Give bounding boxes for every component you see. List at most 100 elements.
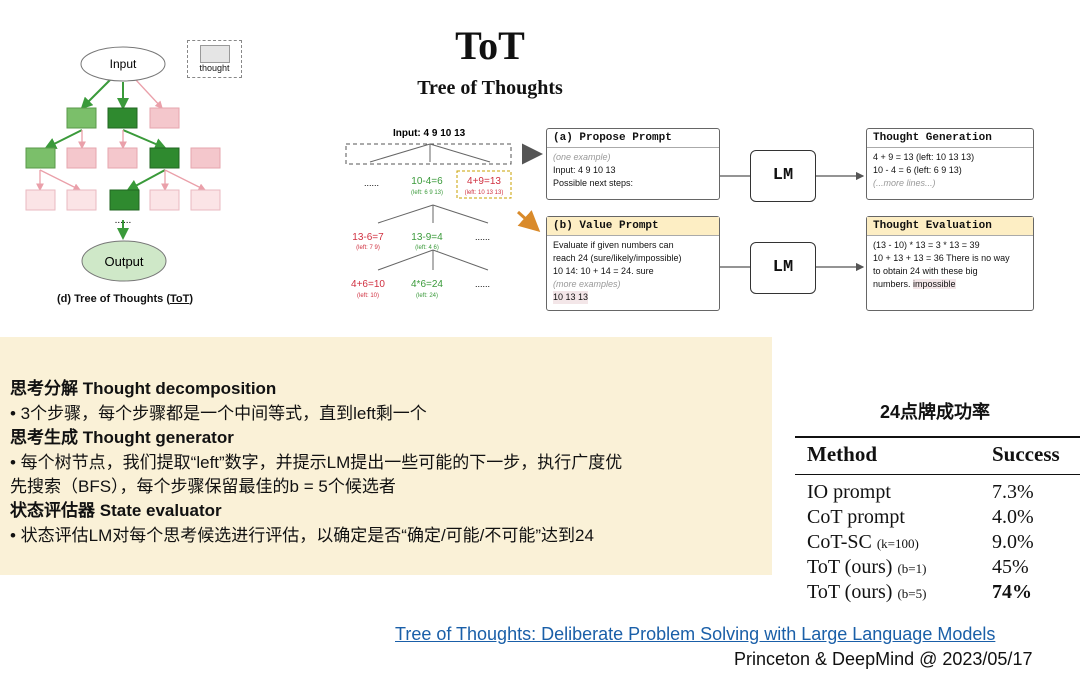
tree-ellipsis: ...... bbox=[115, 215, 132, 226]
lm-box-propose: LM bbox=[750, 150, 816, 202]
method-name: IO prompt bbox=[807, 481, 891, 503]
caption-suffix: ) bbox=[189, 293, 194, 305]
note-heading-zh: 思考生成 bbox=[10, 428, 83, 447]
thought-evaluation-title: Thought Evaluation bbox=[867, 217, 1033, 236]
thought-node bbox=[66, 189, 97, 211]
example-node: 4*6=24 bbox=[411, 279, 443, 290]
note-heading-en: Thought generator bbox=[82, 428, 234, 447]
example-node-left: (left: 7 9) bbox=[356, 245, 380, 251]
gen-l3: (...more lines...) bbox=[873, 178, 936, 188]
thought-node bbox=[109, 189, 140, 211]
page-title: ToT bbox=[455, 23, 525, 68]
propose-l1: (one example) bbox=[553, 152, 611, 162]
input-node bbox=[80, 46, 166, 82]
thought-node bbox=[149, 107, 180, 129]
thought-node bbox=[107, 147, 138, 169]
eval-l3: to obtain 24 with these big bbox=[873, 266, 978, 276]
value-l2: reach 24 (sure/likely/impossible) bbox=[553, 253, 682, 263]
flow-arrows bbox=[516, 143, 865, 272]
col-success: Success bbox=[992, 442, 1060, 466]
output-node-label: Output bbox=[104, 254, 143, 269]
note-heading-zh: 状态评估器 bbox=[10, 501, 100, 520]
method-name: ToT (ours) bbox=[807, 581, 898, 603]
table-title: 24点牌成功率 bbox=[879, 402, 991, 422]
thought-generation-title: Thought Generation bbox=[867, 129, 1033, 148]
page-subtitle: Tree of Thoughts bbox=[417, 77, 563, 99]
eval-l4b: impossible bbox=[913, 279, 956, 289]
thought-evaluation-box: Thought Evaluation (13 - 10) * 13 = 3 * … bbox=[866, 216, 1034, 311]
tot-tree-diagram: Input ...... Output bbox=[25, 46, 221, 282]
value-l5: 10 13 13 bbox=[553, 291, 589, 304]
value-l4: (more examples) bbox=[553, 279, 621, 289]
example-input: Input: 4 9 10 13 bbox=[393, 128, 466, 139]
propose-l2: Input: 4 9 10 13 bbox=[553, 165, 616, 175]
example-node: 13-9=4 bbox=[411, 232, 443, 243]
eval-l1: (13 - 10) * 13 = 3 * 13 = 39 bbox=[873, 240, 980, 250]
note-heading: 思考分解 Thought decomposition bbox=[10, 374, 276, 399]
notes-panel: 思考分解 Thought decomposition • 3个步骤，每个步骤都是… bbox=[0, 337, 772, 575]
table-cell-success: 7.3% bbox=[992, 481, 1034, 503]
eval-l2: 10 + 13 + 13 = 36 There is no way bbox=[873, 253, 1010, 263]
example-node-left: (left: 10 13 13) bbox=[465, 190, 504, 196]
thought-node bbox=[66, 107, 97, 129]
note-heading-en: Thought decomposition bbox=[82, 379, 277, 398]
thought-node bbox=[149, 189, 180, 211]
propose-l3: Possible next steps: bbox=[553, 178, 634, 188]
note-bullet-cont: 先搜索（BFS），每个步骤保留最佳的b = 5个候选者 bbox=[10, 477, 396, 496]
caption-prefix: (d) Tree of Thoughts ( bbox=[56, 293, 171, 305]
table-cell-success: 9.0% bbox=[992, 531, 1034, 553]
output-node bbox=[81, 240, 167, 282]
thought-node bbox=[66, 147, 97, 169]
value-l1: Evaluate if given numbers can bbox=[553, 240, 674, 250]
method-name: CoT-SC bbox=[807, 531, 877, 553]
table-cell-success: 4.0% bbox=[992, 506, 1034, 528]
eval-l4: numbers. impossible bbox=[873, 278, 1027, 291]
table-rule bbox=[795, 436, 1080, 438]
note-heading: 思考生成 Thought generator bbox=[10, 423, 234, 448]
value-prompt-box: (b) Value Prompt Evaluate if given numbe… bbox=[546, 216, 720, 311]
thought-swatch bbox=[200, 45, 230, 63]
credit-text: Princeton & DeepMind @ 2023/05/17 bbox=[734, 649, 1033, 669]
note-bullet: • 每个树节点，我们提取“left”数字，并提示LM提出一些可能的下一步，执行广… bbox=[10, 453, 623, 472]
propose-prompt-box: (a) Propose Prompt (one example) Input: … bbox=[546, 128, 720, 200]
note-heading-zh: 思考分解 bbox=[10, 379, 83, 398]
method-param: (k=100) bbox=[876, 536, 919, 551]
table-rule bbox=[795, 474, 1080, 475]
note-heading-en: State evaluator bbox=[99, 501, 222, 520]
example-node: 4+6=10 bbox=[351, 279, 385, 290]
example-node-left: (left: 4 6) bbox=[415, 245, 439, 251]
legend-label: thought bbox=[199, 63, 230, 73]
example-node: 13-6=7 bbox=[352, 232, 384, 243]
method-name: ToT (ours) bbox=[807, 556, 898, 578]
value-prompt-title: (b) Value Prompt bbox=[547, 217, 719, 236]
input-node-label: Input bbox=[110, 57, 137, 71]
table-cell-method: CoT prompt bbox=[807, 506, 905, 529]
caption-abbr: ToT bbox=[170, 293, 190, 305]
thought-node bbox=[190, 189, 221, 211]
note-bullet: • 状态评估LM对每个思考候选进行评估，以确定是否“确定/可能/不可能”达到24 bbox=[10, 526, 594, 545]
gen-l2: 10 - 4 = 6 (left: 6 9 13) bbox=[873, 165, 962, 175]
lm-box-value: LM bbox=[750, 242, 816, 294]
thought-node bbox=[190, 147, 221, 169]
table-cell-method: ToT (ours) (b=5) bbox=[807, 581, 926, 604]
example-node-left: (left: 24) bbox=[416, 293, 438, 299]
example-dots: ...... bbox=[475, 232, 490, 242]
thought-node bbox=[149, 147, 180, 169]
example-tree: Input: 4 9 10 13 ...... 10-4=6 (left: 6 … bbox=[345, 128, 512, 299]
legend: thought bbox=[187, 40, 242, 78]
example-node: 4+9=13 bbox=[467, 176, 501, 187]
example-node-left: (left: 6 9 13) bbox=[411, 190, 443, 196]
example-node: 10-4=6 bbox=[411, 176, 443, 187]
results-table: Method Success IO prompt 7.3% CoT prompt… bbox=[795, 436, 1080, 606]
gen-l1: 4 + 9 = 13 (left: 10 13 13) bbox=[873, 152, 975, 162]
note-bullet: • 3个步骤，每个步骤都是一个中间等式，直到left剩一个 bbox=[10, 404, 427, 423]
method-param: (b=5) bbox=[897, 586, 927, 601]
thought-node bbox=[25, 189, 56, 211]
thought-node bbox=[107, 107, 138, 129]
example-node-left: (left: 10) bbox=[357, 293, 379, 299]
table-cell-method: CoT-SC (k=100) bbox=[807, 531, 919, 554]
table-cell-success: 45% bbox=[992, 556, 1029, 578]
method-param: (b=1) bbox=[897, 561, 927, 576]
eval-l4a: numbers. bbox=[873, 279, 914, 289]
paper-link[interactable]: Tree of Thoughts: Deliberate Problem Sol… bbox=[395, 624, 996, 644]
